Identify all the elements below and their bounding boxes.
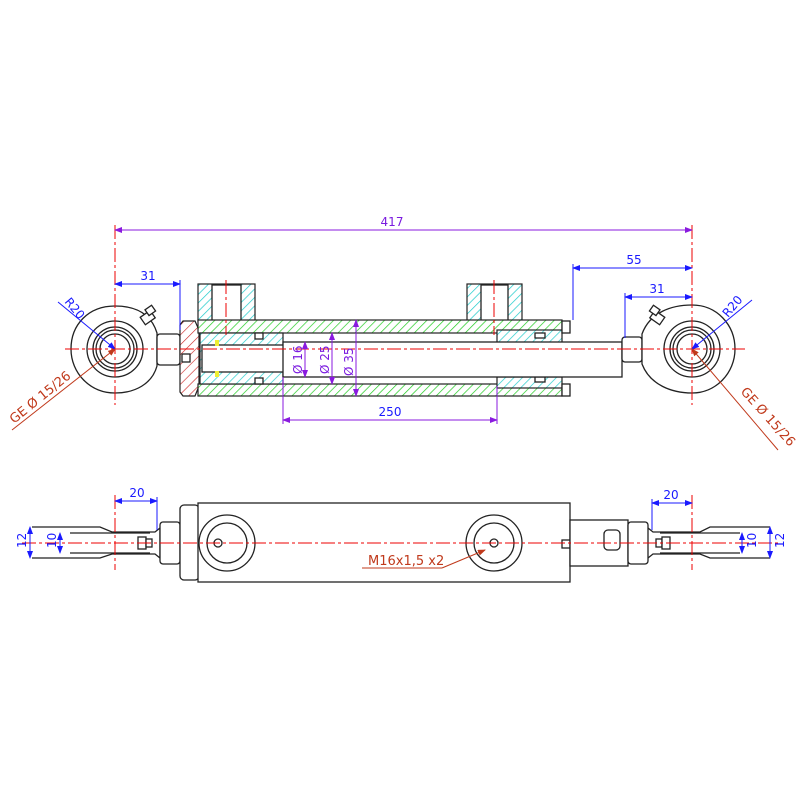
dim-overall-length: 417 (114, 215, 693, 233)
dim-right-inner: 10 (739, 532, 759, 554)
dim-label: 10 (45, 533, 59, 548)
dim-stroke: 250 (282, 377, 498, 424)
dim-label: Ø 35 (342, 347, 356, 376)
dim-label: 20 (663, 488, 678, 502)
dim-rod-diameter: Ø 16 (291, 341, 308, 378)
dim-label: 12 (773, 533, 787, 548)
dim-right-outer: 12 (767, 526, 787, 559)
dim-label: Ø 25 (318, 345, 332, 374)
dim-label: 31 (140, 269, 155, 283)
callout-label: GE Ø 15/26 (737, 385, 798, 450)
dim-label: 20 (129, 486, 144, 500)
callout-label: M16x1,5 x2 (368, 554, 444, 569)
dim-left-eye-offset: 31 (114, 269, 181, 330)
dim-barrel-diameter: Ø 35 (342, 319, 359, 397)
dim-right-eye-width: 20 (651, 488, 693, 530)
dim-label: 31 (649, 282, 664, 296)
dim-label: R20 (720, 293, 746, 320)
dim-label: 250 (379, 405, 402, 419)
dim-left-inner: 10 (45, 532, 63, 554)
dim-label: 55 (626, 253, 641, 267)
port-thread-callout: M16x1,5 x2 (362, 549, 486, 569)
dim-right-gland-offset: 55 (572, 253, 693, 320)
section-view: 417 31 55 31 R20 R20 GE Ø 15/26 GE Ø 15/… (7, 215, 798, 451)
grease-nipple-left (139, 304, 157, 326)
dim-label: 417 (381, 215, 404, 229)
grease-nipple-right (648, 304, 666, 326)
piston (199, 332, 288, 385)
dim-left-outer: 12 (15, 526, 33, 559)
dim-right-eye-offset: 31 (624, 282, 693, 338)
piston-rod (282, 341, 623, 378)
dim-piston-diameter: Ø 25 (318, 332, 335, 385)
side-view: 20 20 12 10 10 12 M16x1,5 x2 (15, 486, 787, 583)
dim-label: Ø 16 (291, 345, 305, 374)
dim-label: 10 (745, 533, 759, 548)
dim-label: 12 (15, 533, 29, 548)
dim-left-eye-width: 20 (114, 486, 158, 530)
gland (496, 320, 571, 397)
callout-label: GE Ø 15/26 (7, 369, 74, 427)
